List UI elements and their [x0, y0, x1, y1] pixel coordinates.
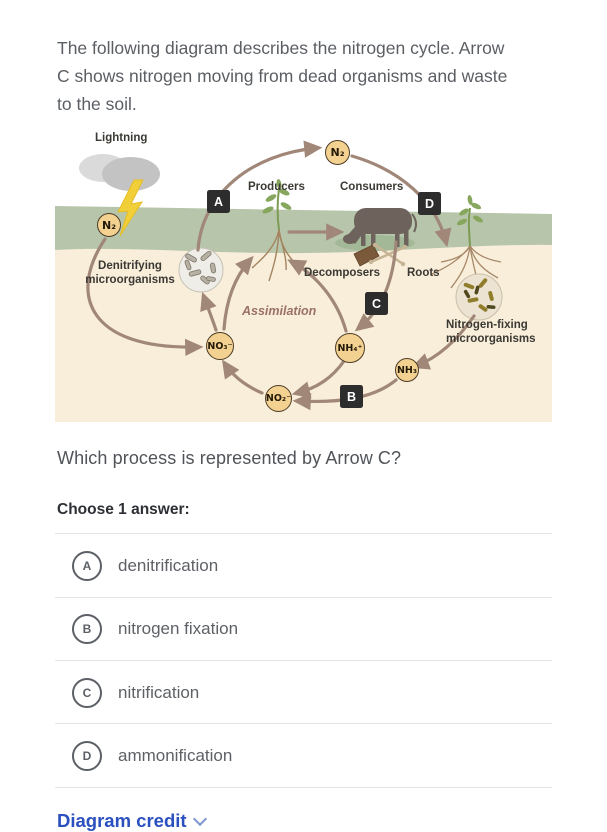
divider	[55, 787, 552, 788]
divider	[55, 660, 552, 661]
arrow-box-c: C	[365, 292, 388, 315]
nitrogen-fixing-label: Nitrogen-fixing microorganisms	[446, 319, 536, 345]
nitrogen-fixing-microbes-icon	[455, 273, 503, 321]
cycle-arrows	[86, 140, 476, 411]
lightning-label: Lightning	[95, 132, 148, 144]
choice-row-b[interactable]: B nitrogen fixation	[55, 611, 552, 647]
choice-label-b: nitrogen fixation	[118, 619, 239, 638]
molecule-no2: NO₂⁻	[265, 385, 292, 412]
divider	[55, 723, 552, 724]
denitrifying-label: Denitrifying microorganisms	[85, 260, 175, 286]
molecule-nh4: NH₄⁺	[335, 333, 365, 363]
diagram-credit-label: Diagram credit	[57, 810, 187, 831]
choice-label-d: ammonification	[118, 746, 233, 765]
choice-radio-c[interactable]: C	[72, 678, 102, 708]
intro-text: The following diagram describes the nitr…	[57, 37, 508, 114]
grass-band	[55, 206, 552, 254]
choice-row-c[interactable]: C nitrification	[55, 675, 552, 711]
question-text: Which process is represented by Arrow C?	[57, 448, 402, 468]
choice-row-d[interactable]: D ammonification	[55, 738, 552, 774]
choice-row-a[interactable]: A denitrification	[55, 548, 552, 584]
roots-label: Roots	[407, 267, 440, 279]
arrow-nfix-to-nh3	[410, 314, 476, 370]
arrow-box-d: D	[418, 192, 441, 215]
arrow-c-to-nh4	[354, 240, 398, 332]
arrow-no3-to-denitrifiers	[200, 291, 218, 332]
arrow-no2-to-no3	[221, 359, 264, 395]
decomposers-label: Decomposers	[304, 267, 381, 279]
molecule-n2-top: N₂	[325, 140, 350, 165]
consumers-label: Consumers	[340, 181, 404, 193]
choice-radio-a[interactable]: A	[72, 551, 102, 581]
molecule-nh3: NH₃	[395, 358, 419, 382]
divider	[55, 597, 552, 598]
diagram-credit-link[interactable]: Diagram credit	[57, 810, 207, 832]
arrow-n2-to-no3	[86, 237, 204, 356]
choice-label-c: nitrification	[118, 683, 200, 702]
divider	[55, 533, 552, 534]
choose-answer-label: Choose 1 answer:	[57, 501, 190, 518]
cloud-icon	[79, 154, 160, 191]
diagram-artwork	[55, 140, 552, 422]
choice-label-a: denitrification	[118, 556, 219, 575]
chevron-down-icon	[192, 811, 207, 826]
cow-icon	[343, 208, 418, 247]
arrow-assimilation-left	[222, 255, 254, 331]
molecule-no3: NO₃⁻	[206, 332, 234, 360]
lightning-bolt-icon	[117, 179, 144, 237]
producers-label: Producers	[248, 181, 305, 193]
choice-radio-b[interactable]: B	[72, 614, 102, 644]
arrow-assimilation-right	[287, 259, 348, 333]
arrow-nh4-to-no2	[291, 359, 346, 399]
assimilation-label: Assimilation	[242, 304, 317, 318]
nitrogen-cycle-diagram: Lightning Producers Consumers Decomposer…	[55, 118, 552, 422]
choice-radio-d[interactable]: D	[72, 741, 102, 771]
denitrifying-microbes-icon	[178, 247, 224, 293]
producer-plant-icon	[251, 179, 302, 282]
decomposers-icon	[353, 242, 408, 267]
arrow-a-to-n2	[196, 140, 323, 252]
arrow-box-a: A	[207, 190, 230, 213]
arrow-box-b: B	[340, 385, 363, 408]
molecule-n2-left: N₂	[97, 213, 121, 237]
arrow-d-to-roots	[350, 154, 452, 248]
